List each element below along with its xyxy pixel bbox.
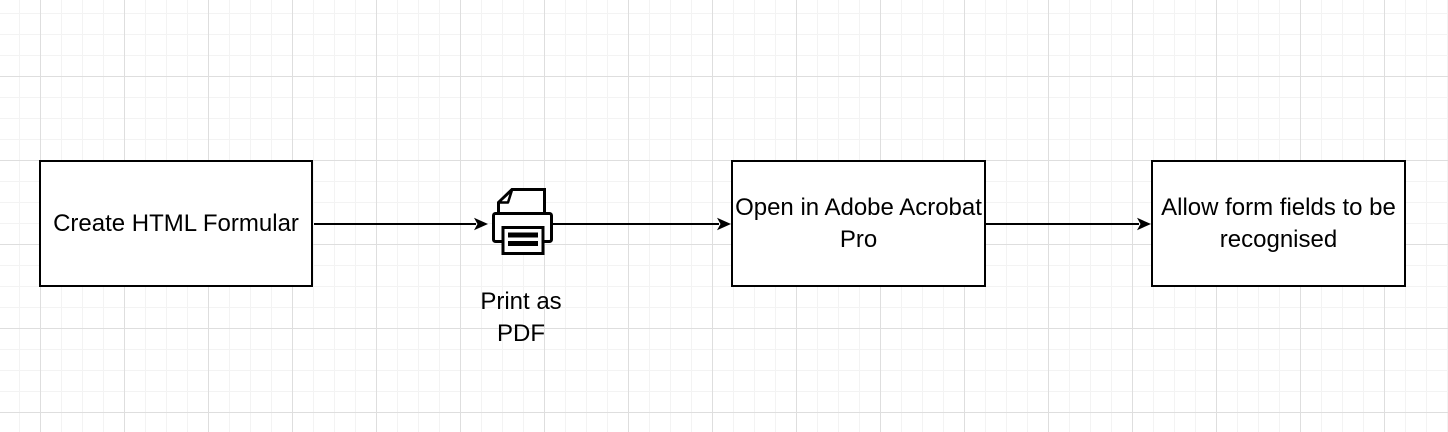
node-label: Allow form fields to be recognised [1161, 193, 1396, 253]
node-create-html-formular[interactable]: Create HTML Formular [39, 160, 313, 287]
node-allow-form-fields[interactable]: Allow form fields to be recognised [1151, 160, 1406, 287]
edge-print-to-acrobat[interactable] [551, 217, 731, 231]
node-open-in-adobe-acrobat-pro[interactable]: Open in Adobe Acrobat Pro [731, 160, 986, 287]
node-label: Create HTML Formular [53, 209, 299, 237]
edge-create-to-print[interactable] [314, 217, 488, 231]
printer-node-label: Print as PDF [480, 288, 562, 347]
printer-icon[interactable] [492, 188, 553, 255]
edge-acrobat-to-allow[interactable] [986, 217, 1151, 231]
node-label: Open in Adobe Acrobat Pro [735, 193, 982, 253]
